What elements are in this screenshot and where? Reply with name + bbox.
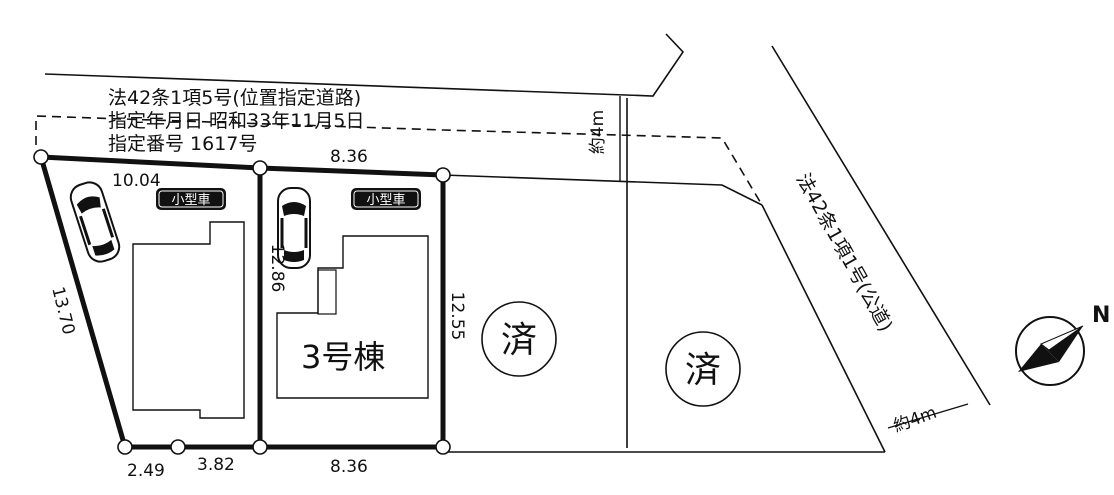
parking-badge: 小型車 [156, 188, 226, 210]
dim-middle-bottom: 8.36 [330, 457, 368, 477]
dim-left-bottom-a: 2.49 [127, 461, 165, 481]
road-outlines [44, 33, 991, 453]
building-footprint-3 [276, 235, 429, 399]
sold-marker: 済 [665, 331, 741, 407]
compass-icon: N [1015, 303, 1110, 386]
dim-middle-top: 8.36 [330, 147, 368, 167]
sold-marker-label: 済 [685, 350, 721, 391]
compass-north-label: N [1092, 303, 1110, 328]
dim-left-bottom-b: 3.82 [197, 455, 235, 475]
dim-left-side: 13.70 [47, 285, 78, 337]
road-right-label: 法42条1項1号(公道) [792, 170, 897, 336]
dim-left-top: 10.04 [112, 171, 161, 191]
parking-badge-label: 小型車 [366, 193, 405, 208]
parking-badge: 小型車 [351, 188, 421, 210]
road-right-width: 約4m [891, 403, 940, 437]
corner-markers [33, 149, 451, 455]
road-top-label-line3: 指定番号 1617号 [108, 133, 257, 155]
parking-badge-label: 小型車 [171, 193, 210, 208]
dim-middle-left: 12.86 [267, 244, 287, 293]
sold-marker-label: 済 [501, 320, 537, 361]
sold-marker: 済 [481, 301, 557, 377]
road-top-label-line1: 法42条1項5号(位置指定道路) [108, 87, 361, 109]
lot-3-label: 3号棟 [301, 338, 385, 376]
car-icon [65, 177, 125, 267]
setback-dashed-line [35, 115, 763, 206]
building-footprint-left [132, 221, 245, 419]
road-top-width: 約4m [588, 110, 608, 154]
road-width-markers [619, 96, 969, 429]
building-3-bay [317, 269, 337, 315]
dim-middle-right: 12.55 [447, 292, 467, 341]
road-top-label-line2: 指定年月日 昭和33年11月5日 [108, 110, 364, 132]
